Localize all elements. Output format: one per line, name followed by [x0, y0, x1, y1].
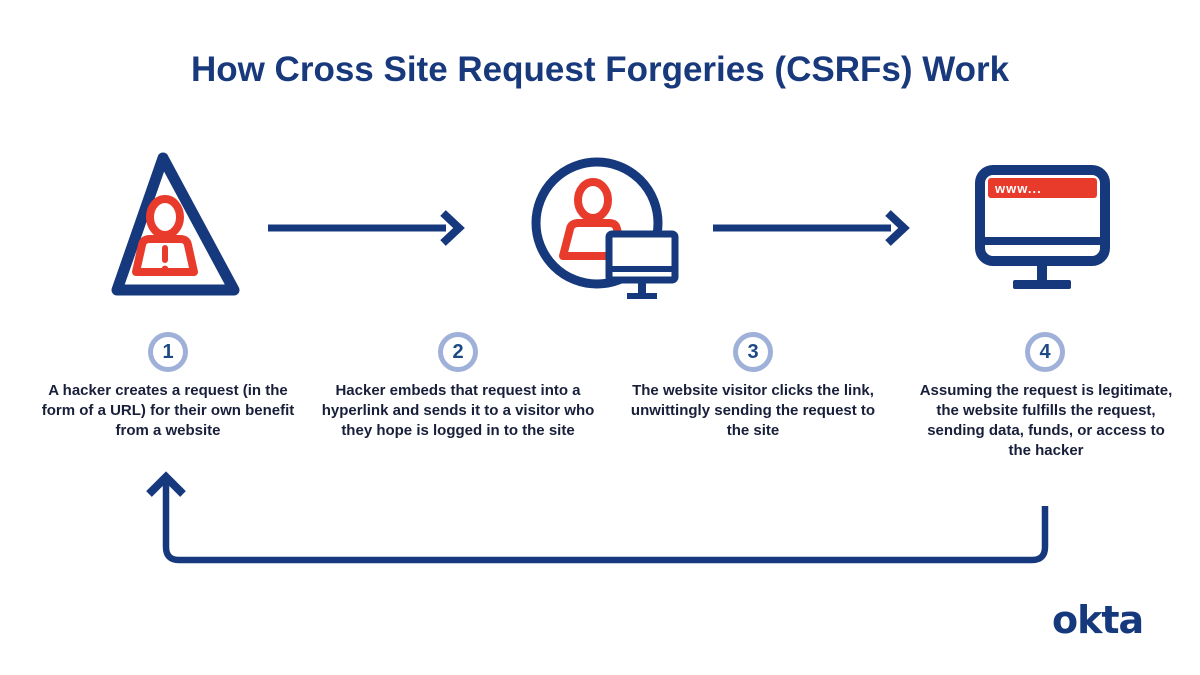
step-1-badge: 1	[148, 332, 188, 372]
step-2-number: 2	[452, 340, 464, 363]
loop-return-arrow	[146, 471, 1049, 564]
step-1-caption: A hacker creates a request (in the form …	[41, 382, 295, 439]
browser-address-label: www...	[994, 181, 1042, 196]
step-1-number: 1	[162, 340, 174, 363]
browser-window-icon: www...	[975, 165, 1110, 289]
step-3-number: 3	[747, 340, 759, 363]
step-3-caption: The website visitor clicks the link, unw…	[630, 382, 876, 439]
page-title: How Cross Site Request Forgeries (CSRFs)…	[190, 50, 1010, 89]
step-2-badge: 2	[438, 332, 478, 372]
step-4-caption: Assuming the request is legitimate, the …	[919, 382, 1173, 459]
flow-arrow-1	[268, 210, 465, 246]
flow-arrow-2	[713, 210, 910, 246]
okta-logo: okta	[1052, 598, 1144, 642]
hacker-warning-icon	[111, 152, 240, 296]
step-4-badge: 4	[1025, 332, 1065, 372]
visitor-computer-icon	[531, 157, 679, 299]
step-3-badge: 3	[733, 332, 773, 372]
step-2-caption: Hacker embeds that request into a hyperl…	[321, 382, 595, 439]
step-4-number: 4	[1039, 340, 1051, 363]
